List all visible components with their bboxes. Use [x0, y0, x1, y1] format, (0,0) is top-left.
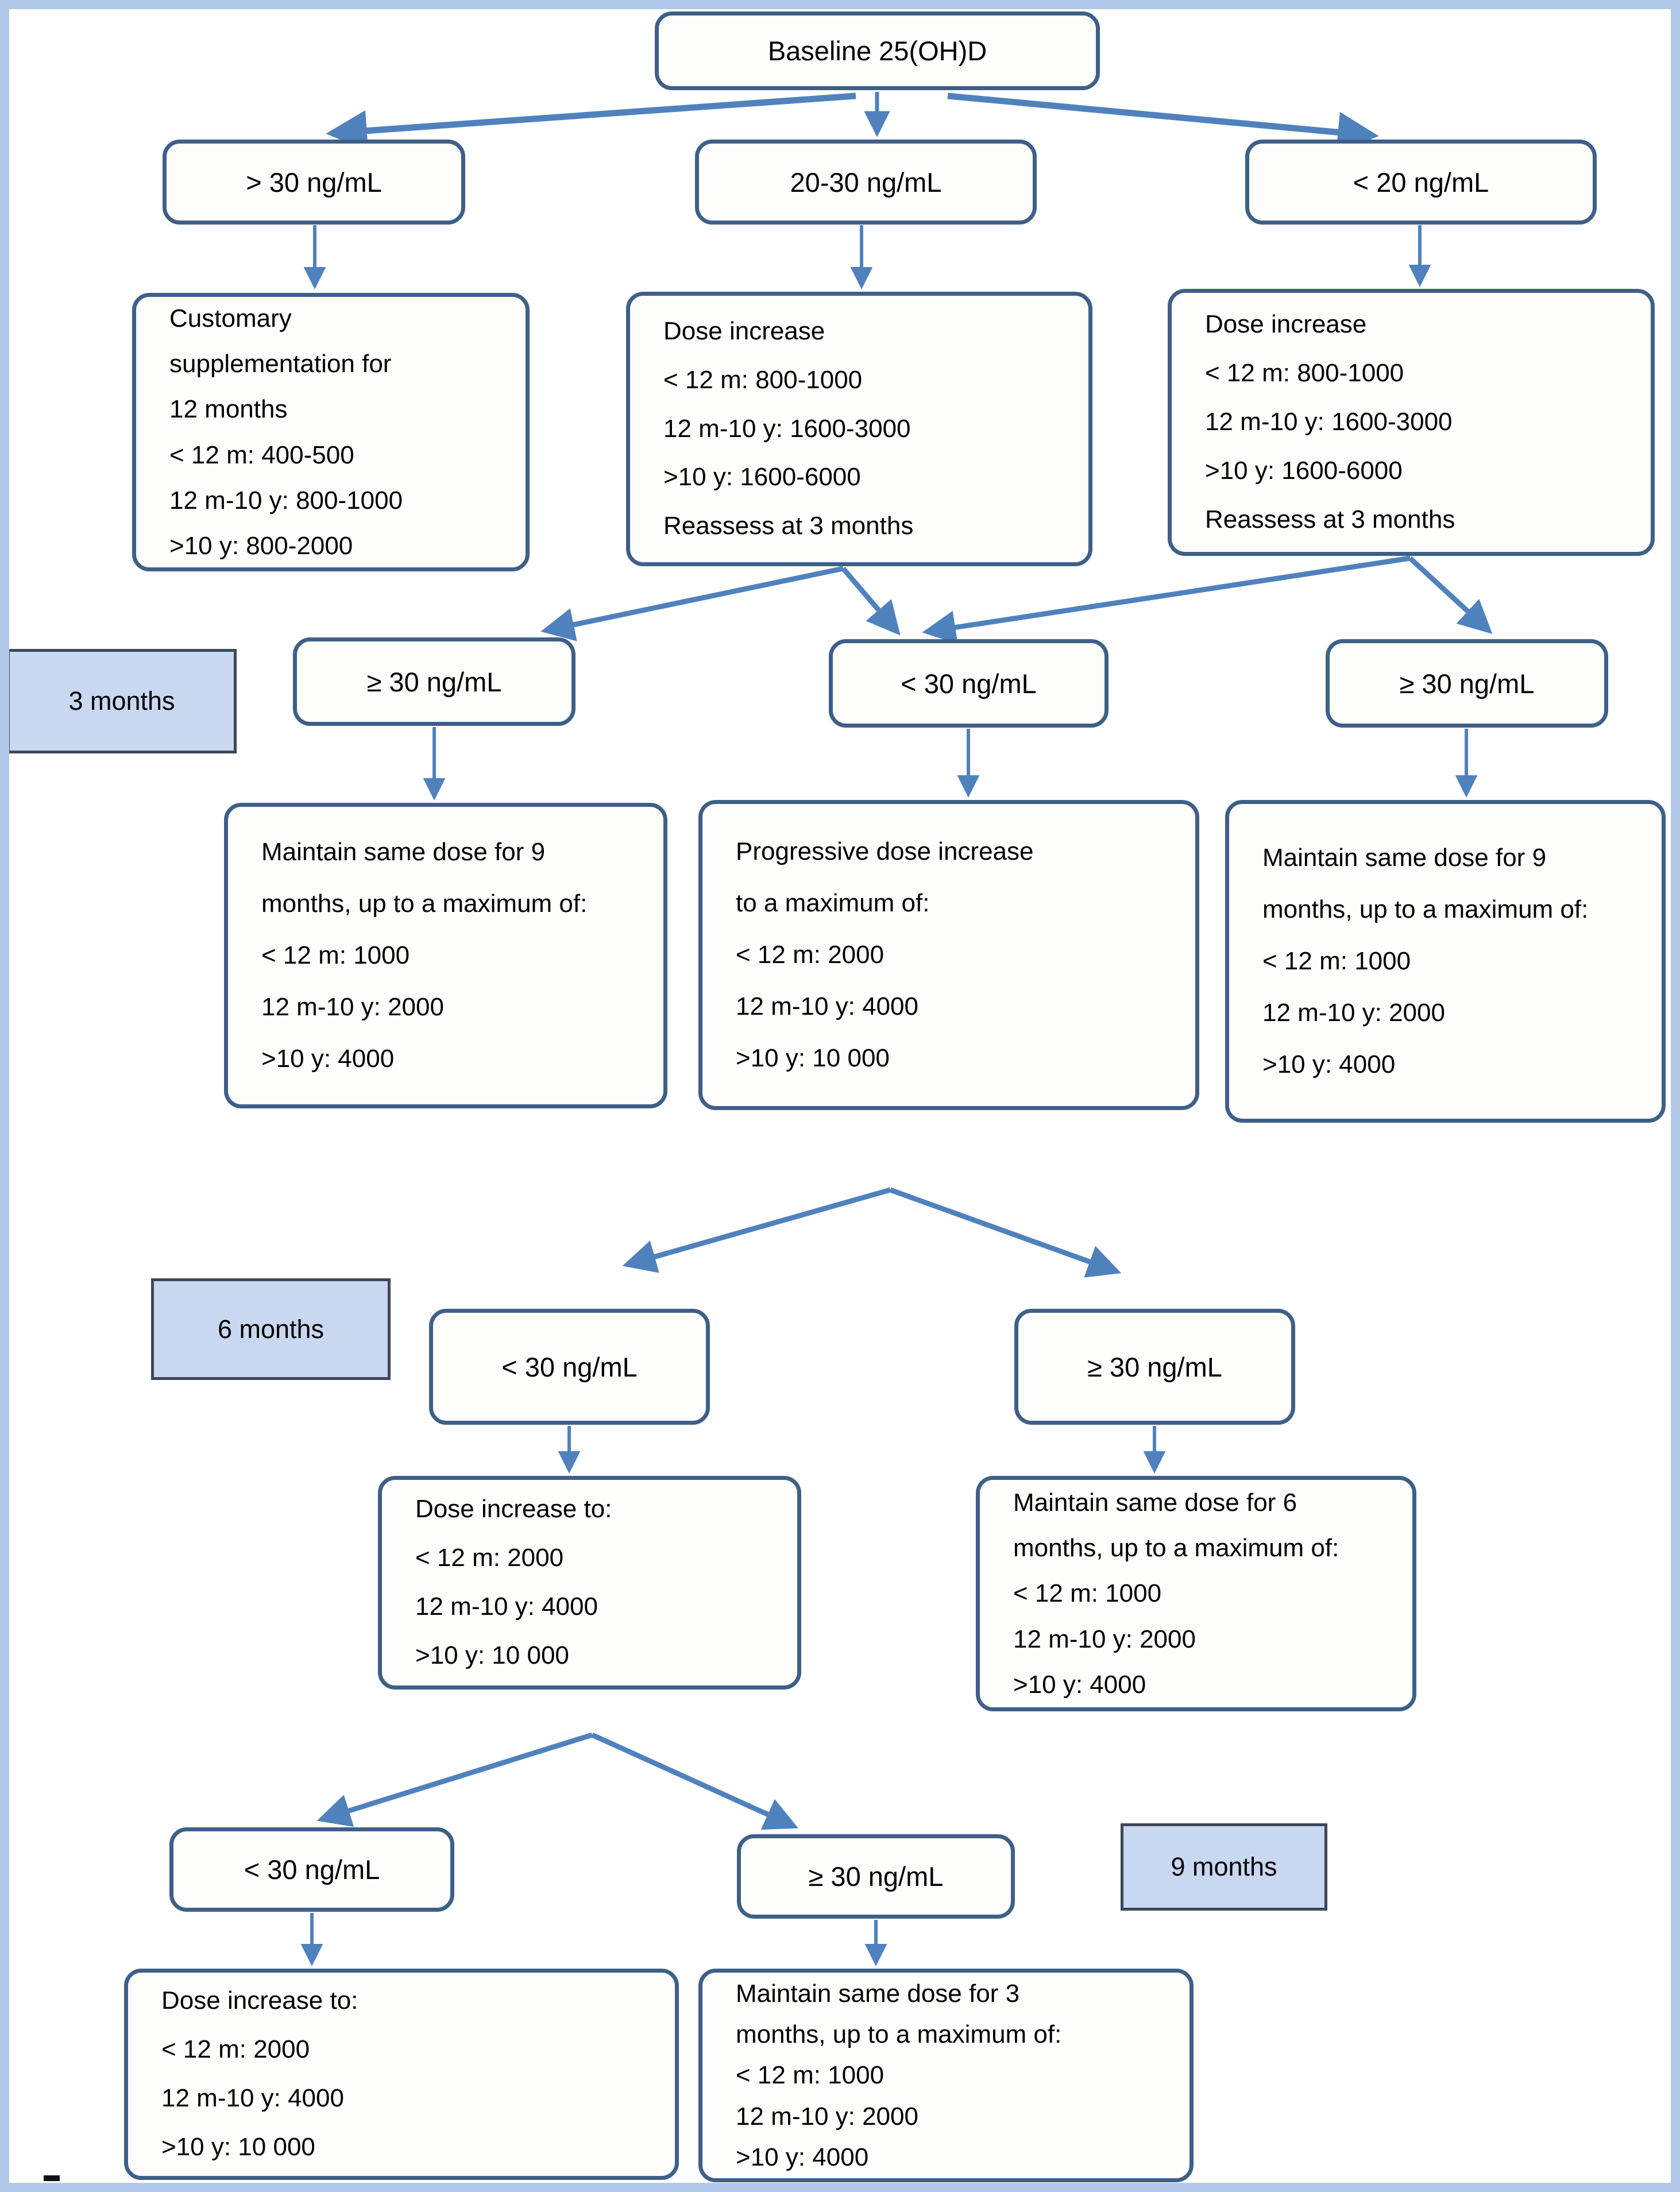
- node-6m-lt30: < 30 ng/mL: [429, 1309, 710, 1425]
- node-3m-ge30-left-label: ≥ 30 ng/mL: [366, 666, 502, 697]
- node-9m-ge30: ≥ 30 ng/mL: [737, 1834, 1015, 1919]
- label-9-months-text: 9 months: [1171, 1852, 1277, 1881]
- label-3-months-text: 3 months: [68, 686, 175, 716]
- node-9m-ge30-label: ≥ 30 ng/mL: [808, 1861, 944, 1892]
- node-maintain-9m-right: Maintain same dose for 9 months, up to a…: [1225, 800, 1666, 1123]
- node-3m-ge30-right-label: ≥ 30 ng/mL: [1399, 668, 1535, 699]
- node-maintain-3m-text: Maintain same dose for 3 months, up to a…: [736, 1979, 1062, 2171]
- node-maintain-9m-left: Maintain same dose for 9 months, up to a…: [224, 803, 667, 1108]
- node-customary-supplementation: Customary supplementation for 12 months …: [132, 293, 530, 571]
- node-lt20-baseline: < 20 ng/mL: [1245, 140, 1597, 225]
- node-3m-lt30-label: < 30 ng/mL: [901, 668, 1037, 699]
- arrow-mid-dose-to-ge30: [540, 566, 844, 641]
- node-dose-increase-lt20: Dose increase < 12 m: 800-1000 12 m-10 y…: [1168, 289, 1655, 556]
- label-3-months: 3 months: [7, 649, 237, 753]
- node-20-30-baseline: 20-30 ng/mL: [695, 140, 1037, 225]
- stray-dash-artifact: [44, 2175, 60, 2181]
- node-dose-increase-20-30: Dose increase < 12 m: 800-1000 12 m-10 y…: [626, 292, 1092, 566]
- node-baseline: Baseline 25(OH)D: [655, 11, 1100, 90]
- node-3m-ge30-left: ≥ 30 ng/mL: [293, 637, 576, 726]
- node-dose-increase-lt20-text: Dose increase < 12 m: 800-1000 12 m-10 y…: [1205, 310, 1455, 533]
- node-20-30-baseline-label: 20-30 ng/mL: [790, 167, 942, 198]
- label-6-months-text: 6 months: [217, 1314, 325, 1344]
- node-3m-ge30-right: ≥ 30 ng/mL: [1326, 639, 1608, 728]
- node-dose-increase-6m-text: Dose increase to: < 12 m: 2000 12 m-10 y…: [415, 1495, 612, 1669]
- node-customary-supplementation-text: Customary supplementation for 12 months …: [169, 304, 403, 560]
- arrow-6m-branch-right: [889, 1187, 1122, 1278]
- arrow-baseline-to-lt20: [947, 92, 1379, 153]
- arrow-baseline-to-gt30: [326, 92, 856, 152]
- node-lt20-baseline-label: < 20 ng/mL: [1353, 167, 1489, 198]
- node-6m-lt30-label: < 30 ng/mL: [501, 1351, 638, 1382]
- node-gt30-baseline: > 30 ng/mL: [163, 140, 465, 225]
- label-6-months: 6 months: [151, 1278, 391, 1380]
- arrow-9m-branch-right: [591, 1732, 798, 1830]
- node-maintain-6m: Maintain same dose for 6 months, up to a…: [976, 1476, 1416, 1711]
- node-baseline-label: Baseline 25(OH)D: [767, 36, 987, 66]
- node-6m-ge30: ≥ 30 ng/mL: [1014, 1309, 1295, 1425]
- arrow-right-dose-to-ge30: [1408, 556, 1493, 634]
- node-9m-lt30: < 30 ng/mL: [169, 1827, 454, 1912]
- node-6m-ge30-label: ≥ 30 ng/mL: [1087, 1351, 1222, 1382]
- node-progressive-dose-increase-text: Progressive dose increase to a maximum o…: [736, 837, 1034, 1073]
- node-dose-increase-20-30-text: Dose increase < 12 m: 800-1000 12 m-10 y…: [663, 316, 914, 540]
- node-dose-increase-9m: Dose increase to: < 12 m: 2000 12 m-10 y…: [124, 1969, 679, 2180]
- node-progressive-dose-increase: Progressive dose increase to a maximum o…: [698, 800, 1199, 1110]
- node-dose-increase-9m-text: Dose increase to: < 12 m: 2000 12 m-10 y…: [161, 1986, 358, 2161]
- arrow-mid-dose-to-lt30: [841, 567, 901, 636]
- node-9m-lt30-label: < 30 ng/mL: [244, 1854, 380, 1885]
- node-maintain-3m: Maintain same dose for 3 months, up to a…: [698, 1969, 1194, 2182]
- label-9-months: 9 months: [1121, 1823, 1327, 1911]
- node-maintain-6m-text: Maintain same dose for 6 months, up to a…: [1013, 1489, 1339, 1699]
- node-3m-lt30: < 30 ng/mL: [829, 639, 1109, 728]
- node-dose-increase-6m: Dose increase to: < 12 m: 2000 12 m-10 y…: [378, 1476, 801, 1690]
- node-maintain-9m-left-text: Maintain same dose for 9 months, up to a…: [261, 837, 588, 1073]
- arrow-9m-branch-left: [316, 1732, 593, 1827]
- node-maintain-9m-right-text: Maintain same dose for 9 months, up to a…: [1262, 843, 1589, 1079]
- arrow-right-dose-to-lt30: [922, 555, 1411, 644]
- arrow-6m-branch-left: [622, 1187, 891, 1273]
- node-gt30-baseline-label: > 30 ng/mL: [246, 167, 382, 198]
